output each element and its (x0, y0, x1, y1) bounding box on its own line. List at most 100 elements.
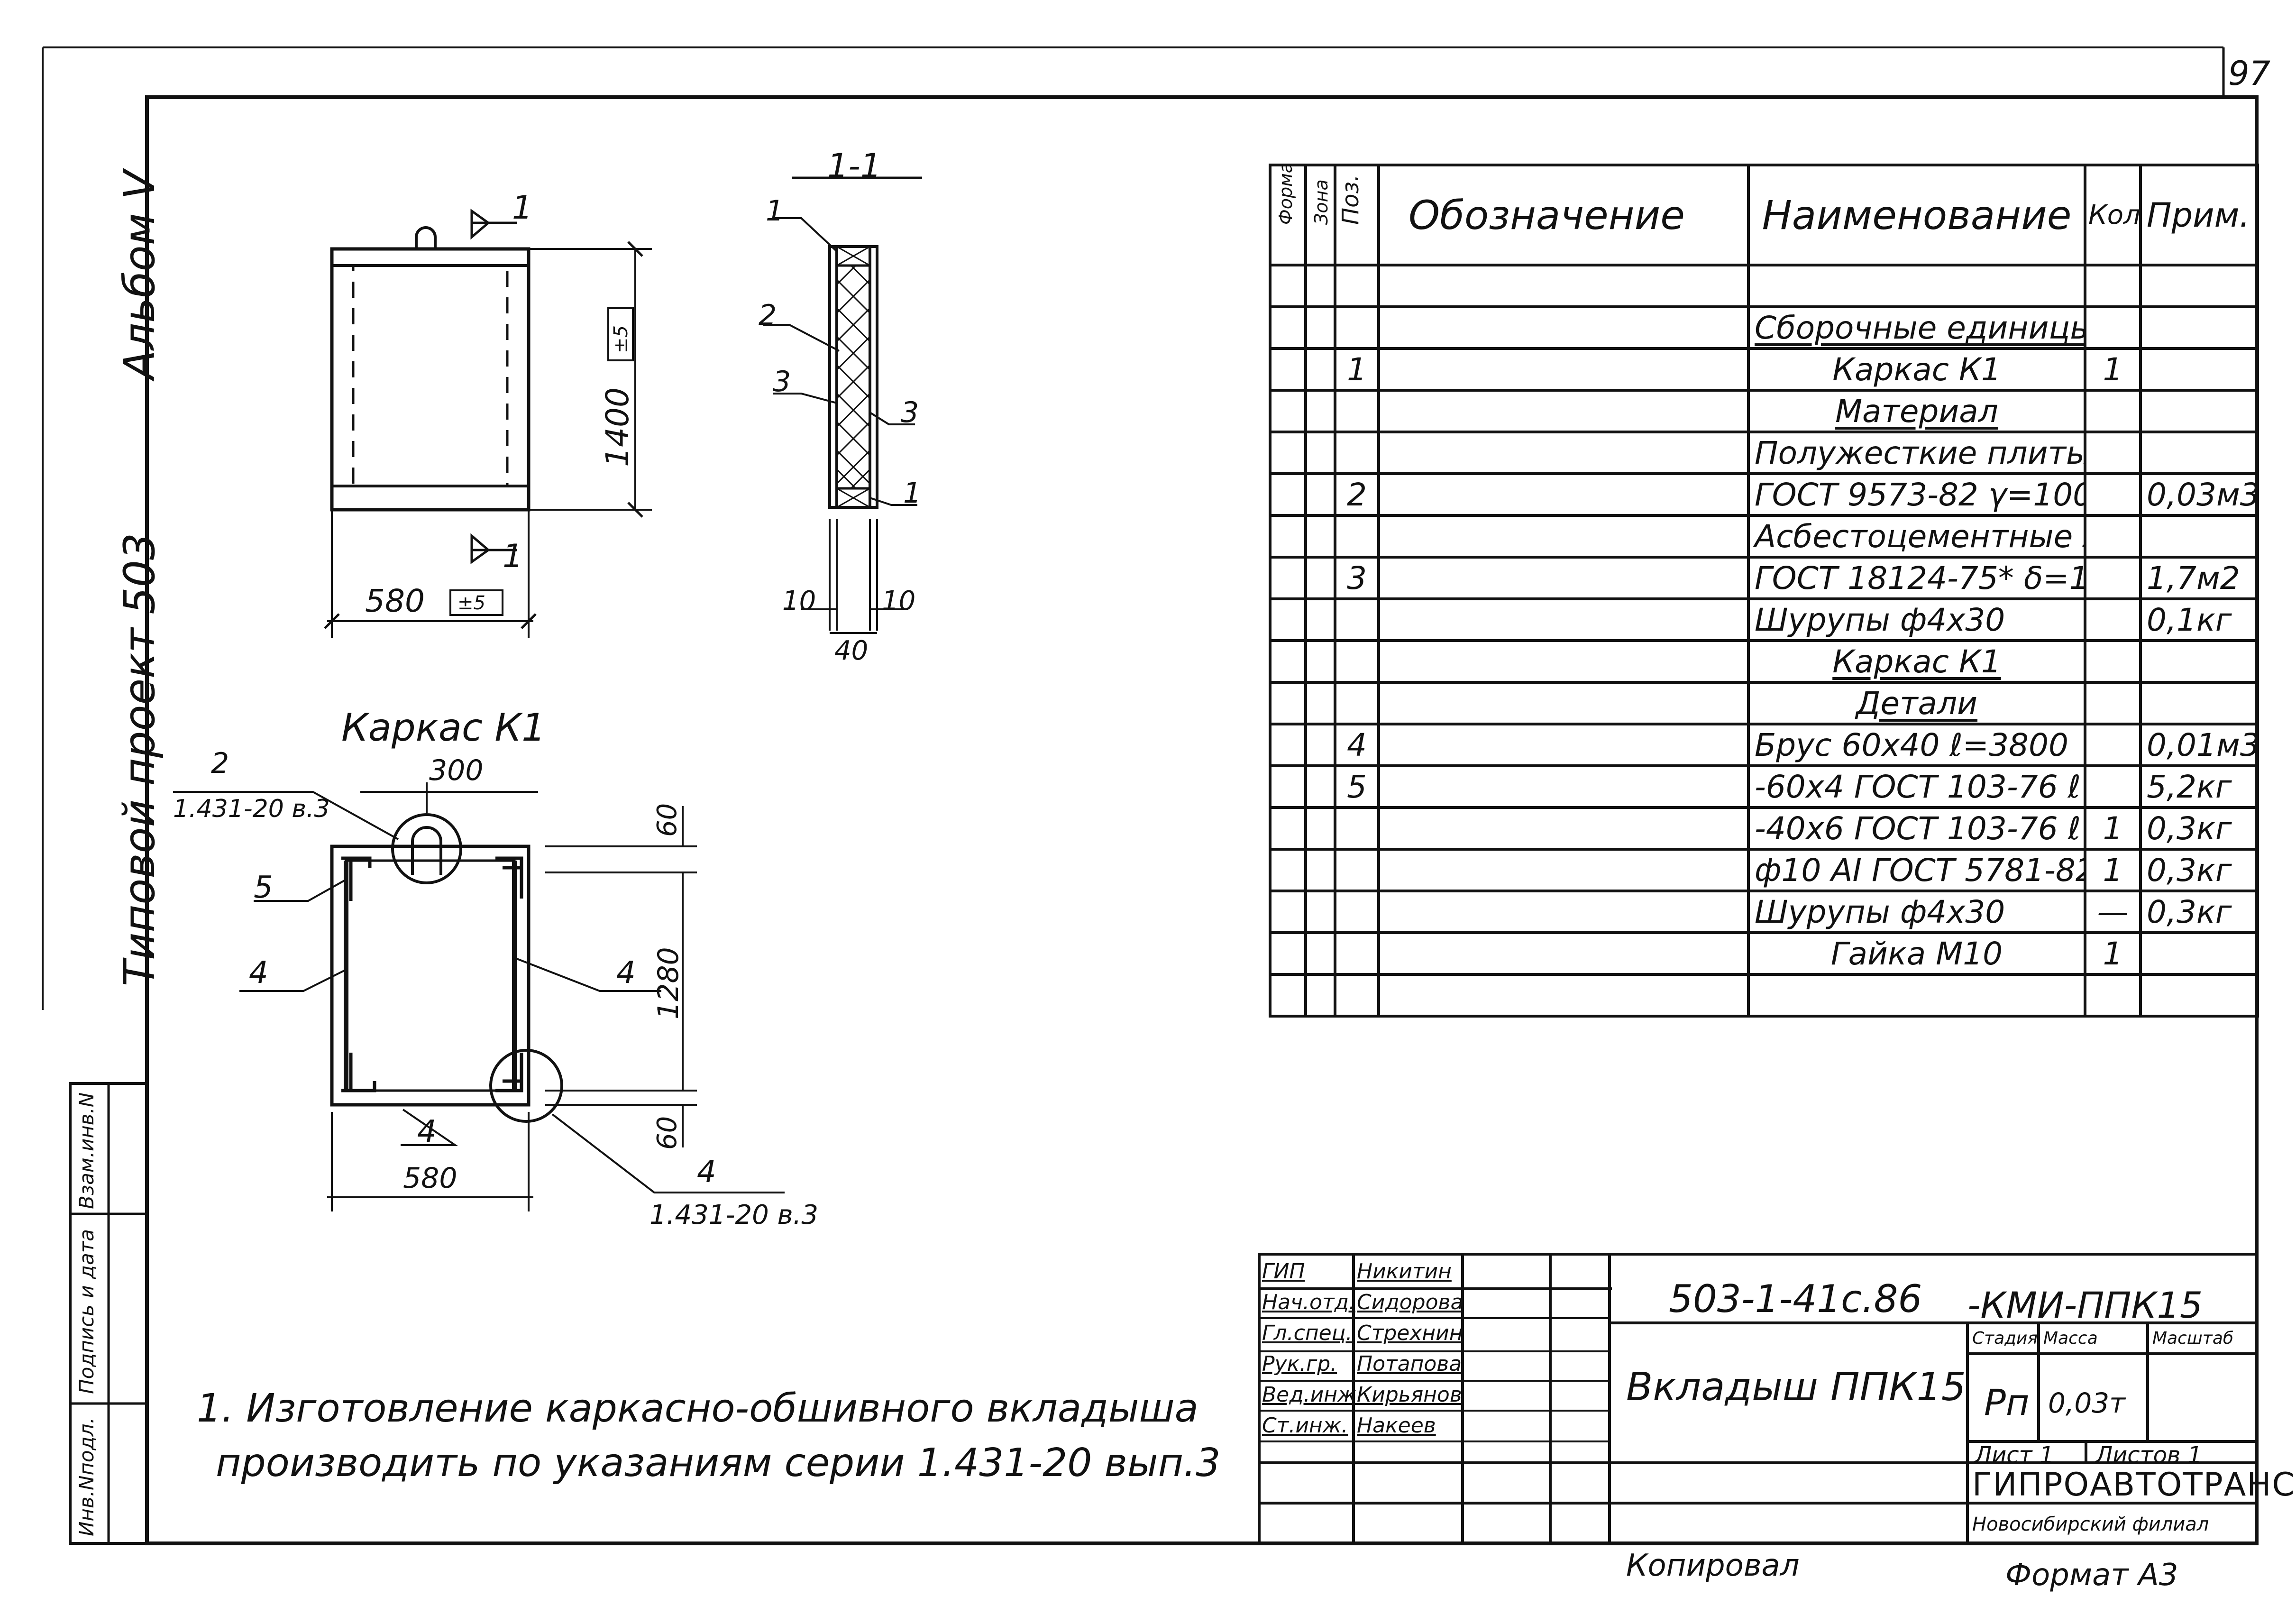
spec-designation-cell (1377, 597, 1750, 642)
spec-name-cell: ГОСТ 9573-82 γ=100 кг/м3 (1747, 472, 2086, 517)
spec-name-cell: Полужесткие плиты (1747, 431, 2086, 475)
spec-name-cell (1747, 264, 2086, 308)
header-qty: Кол. (2084, 164, 2142, 266)
spec-pos-cell: 1 (1334, 347, 1380, 392)
spec-pos-cell: 5 (1334, 764, 1380, 809)
spec-designation-cell (1377, 931, 1750, 976)
role-person: Никитин (1357, 1259, 1452, 1284)
spec-format-cell (1269, 723, 1307, 767)
stamp-inv-podl: Инв.Nподл. (75, 1417, 98, 1536)
spec-note-cell (2139, 639, 2259, 684)
spec-format-cell (1269, 431, 1307, 475)
spec-row: Каркас К1 (1269, 639, 2259, 684)
spec-name-cell: Шурупы ф4х30 (1747, 597, 2086, 642)
frame-dim-60-top: 60 (652, 803, 683, 837)
spec-row: -40х6 ГОСТ 103-76 ℓ=16010,3кг (1269, 806, 2259, 851)
spec-qty-cell: 1 (2084, 806, 2142, 851)
spec-pos-cell (1334, 806, 1380, 851)
role-person: Стрехнин (1357, 1321, 1463, 1345)
spec-name-cell (1747, 973, 2086, 1018)
spec-note-cell (2139, 347, 2259, 392)
stage-label: Стадия (1972, 1329, 2038, 1348)
mass-label: Масса (2043, 1329, 2098, 1348)
width-dim-tol: ±5 (457, 592, 485, 614)
spec-pos-cell (1334, 597, 1380, 642)
spec-note-cell: 5,2кг (2139, 764, 2259, 809)
spec-name-cell: ГОСТ 18124-75* δ=10 (1747, 556, 2086, 600)
spec-note-cell: 0,3кг (2139, 848, 2259, 892)
header-designation: Обозначение (1377, 164, 1750, 266)
role-label: Нач.отд. (1262, 1290, 1355, 1314)
spec-name-cell: Асбестоцементные листы (1747, 514, 2086, 559)
width-dim: 580 (365, 583, 425, 619)
spec-row (1269, 973, 2259, 1018)
sheet-number: 97 (2228, 54, 2271, 93)
spec-pos-cell (1334, 431, 1380, 475)
spec-format-cell (1269, 931, 1307, 976)
vkladysh-elevation (324, 209, 652, 638)
spec-qty-cell: 1 (2084, 931, 2142, 976)
spec-qty-cell (2084, 639, 2142, 684)
spec-zone-cell (1304, 639, 1336, 684)
spec-name-cell: Материал (1747, 389, 2086, 433)
section-callout-3-right: 3 (901, 396, 919, 429)
section-callout-3-left: 3 (773, 365, 791, 398)
spec-format-cell (1269, 514, 1307, 559)
spec-zone-cell (1304, 597, 1336, 642)
spec-designation-cell (1377, 514, 1750, 559)
spec-format-cell (1269, 556, 1307, 600)
spec-format-cell (1269, 264, 1307, 308)
frame-k1-plan (173, 782, 785, 1211)
spec-designation-cell (1377, 389, 1750, 433)
frame-callout-4-detail: 4 (697, 1155, 716, 1190)
note-line-2: производить по указаниям серии 1.431-20 … (216, 1440, 1221, 1486)
spec-note-cell: 1,7м2 (2139, 556, 2259, 600)
project-label: Типовой проект 503 (115, 532, 165, 986)
spec-format-cell (1269, 973, 1307, 1018)
section-dim-left: 10 (782, 586, 816, 616)
spec-row: Шурупы ф4х30—0,3кг (1269, 890, 2259, 934)
spec-designation-cell (1377, 347, 1750, 392)
spec-note-cell (2139, 389, 2259, 433)
spec-pos-cell: 2 (1334, 472, 1380, 517)
spec-pos-cell (1334, 389, 1380, 433)
spec-note-cell: 0,3кг (2139, 890, 2259, 934)
frame-dim-60-bottom: 60 (652, 1116, 683, 1150)
spec-format-cell (1269, 848, 1307, 892)
spec-zone-cell (1304, 931, 1336, 976)
note-line-1: 1. Изготовление каркасно-обшивного вклад… (197, 1386, 1198, 1431)
frame-callout-4-left: 4 (249, 955, 268, 991)
header-pos: Поз. (1334, 164, 1380, 266)
header-note: Прим. (2139, 164, 2259, 266)
doc-code-suffix: -КМИ-ППК15 (1967, 1284, 2203, 1326)
header-format: Формат (1269, 164, 1307, 266)
spec-format-cell (1269, 347, 1307, 392)
spec-qty-cell (2084, 556, 2142, 600)
spec-designation-cell (1377, 431, 1750, 475)
spec-zone-cell (1304, 347, 1336, 392)
spec-format-cell (1269, 597, 1307, 642)
spec-name-cell: Гайка М10 (1747, 931, 2086, 976)
role-label: Гл.спец. (1262, 1321, 1353, 1345)
section-dim-right: 10 (882, 586, 916, 616)
spec-pos-cell (1334, 931, 1380, 976)
spec-qty-cell (2084, 389, 2142, 433)
spec-designation-cell (1377, 305, 1750, 350)
spec-qty-cell: 1 (2084, 848, 2142, 892)
spec-designation-cell (1377, 973, 1750, 1018)
sheet-label: Лист 1 (1975, 1442, 2054, 1468)
section-callout-1-top: 1 (766, 194, 784, 228)
spec-note-cell (2139, 431, 2259, 475)
stage-value: Рп (1984, 1381, 2030, 1423)
spec-zone-cell (1304, 848, 1336, 892)
height-dim-tol: ±5 (610, 325, 632, 353)
spec-name-cell: -60х4 ГОСТ 103-76 ℓ=2800 (1747, 764, 2086, 809)
role-label: Ст.инж. (1262, 1413, 1348, 1438)
spec-qty-cell (2084, 723, 2142, 767)
spec-note-cell: 0,01м3 (2139, 723, 2259, 767)
role-label: ГИП (1262, 1259, 1305, 1284)
spec-designation-cell (1377, 848, 1750, 892)
spec-row: ф10 АI ГОСТ 5781-82 ℓ=45010,3кг (1269, 848, 2259, 892)
